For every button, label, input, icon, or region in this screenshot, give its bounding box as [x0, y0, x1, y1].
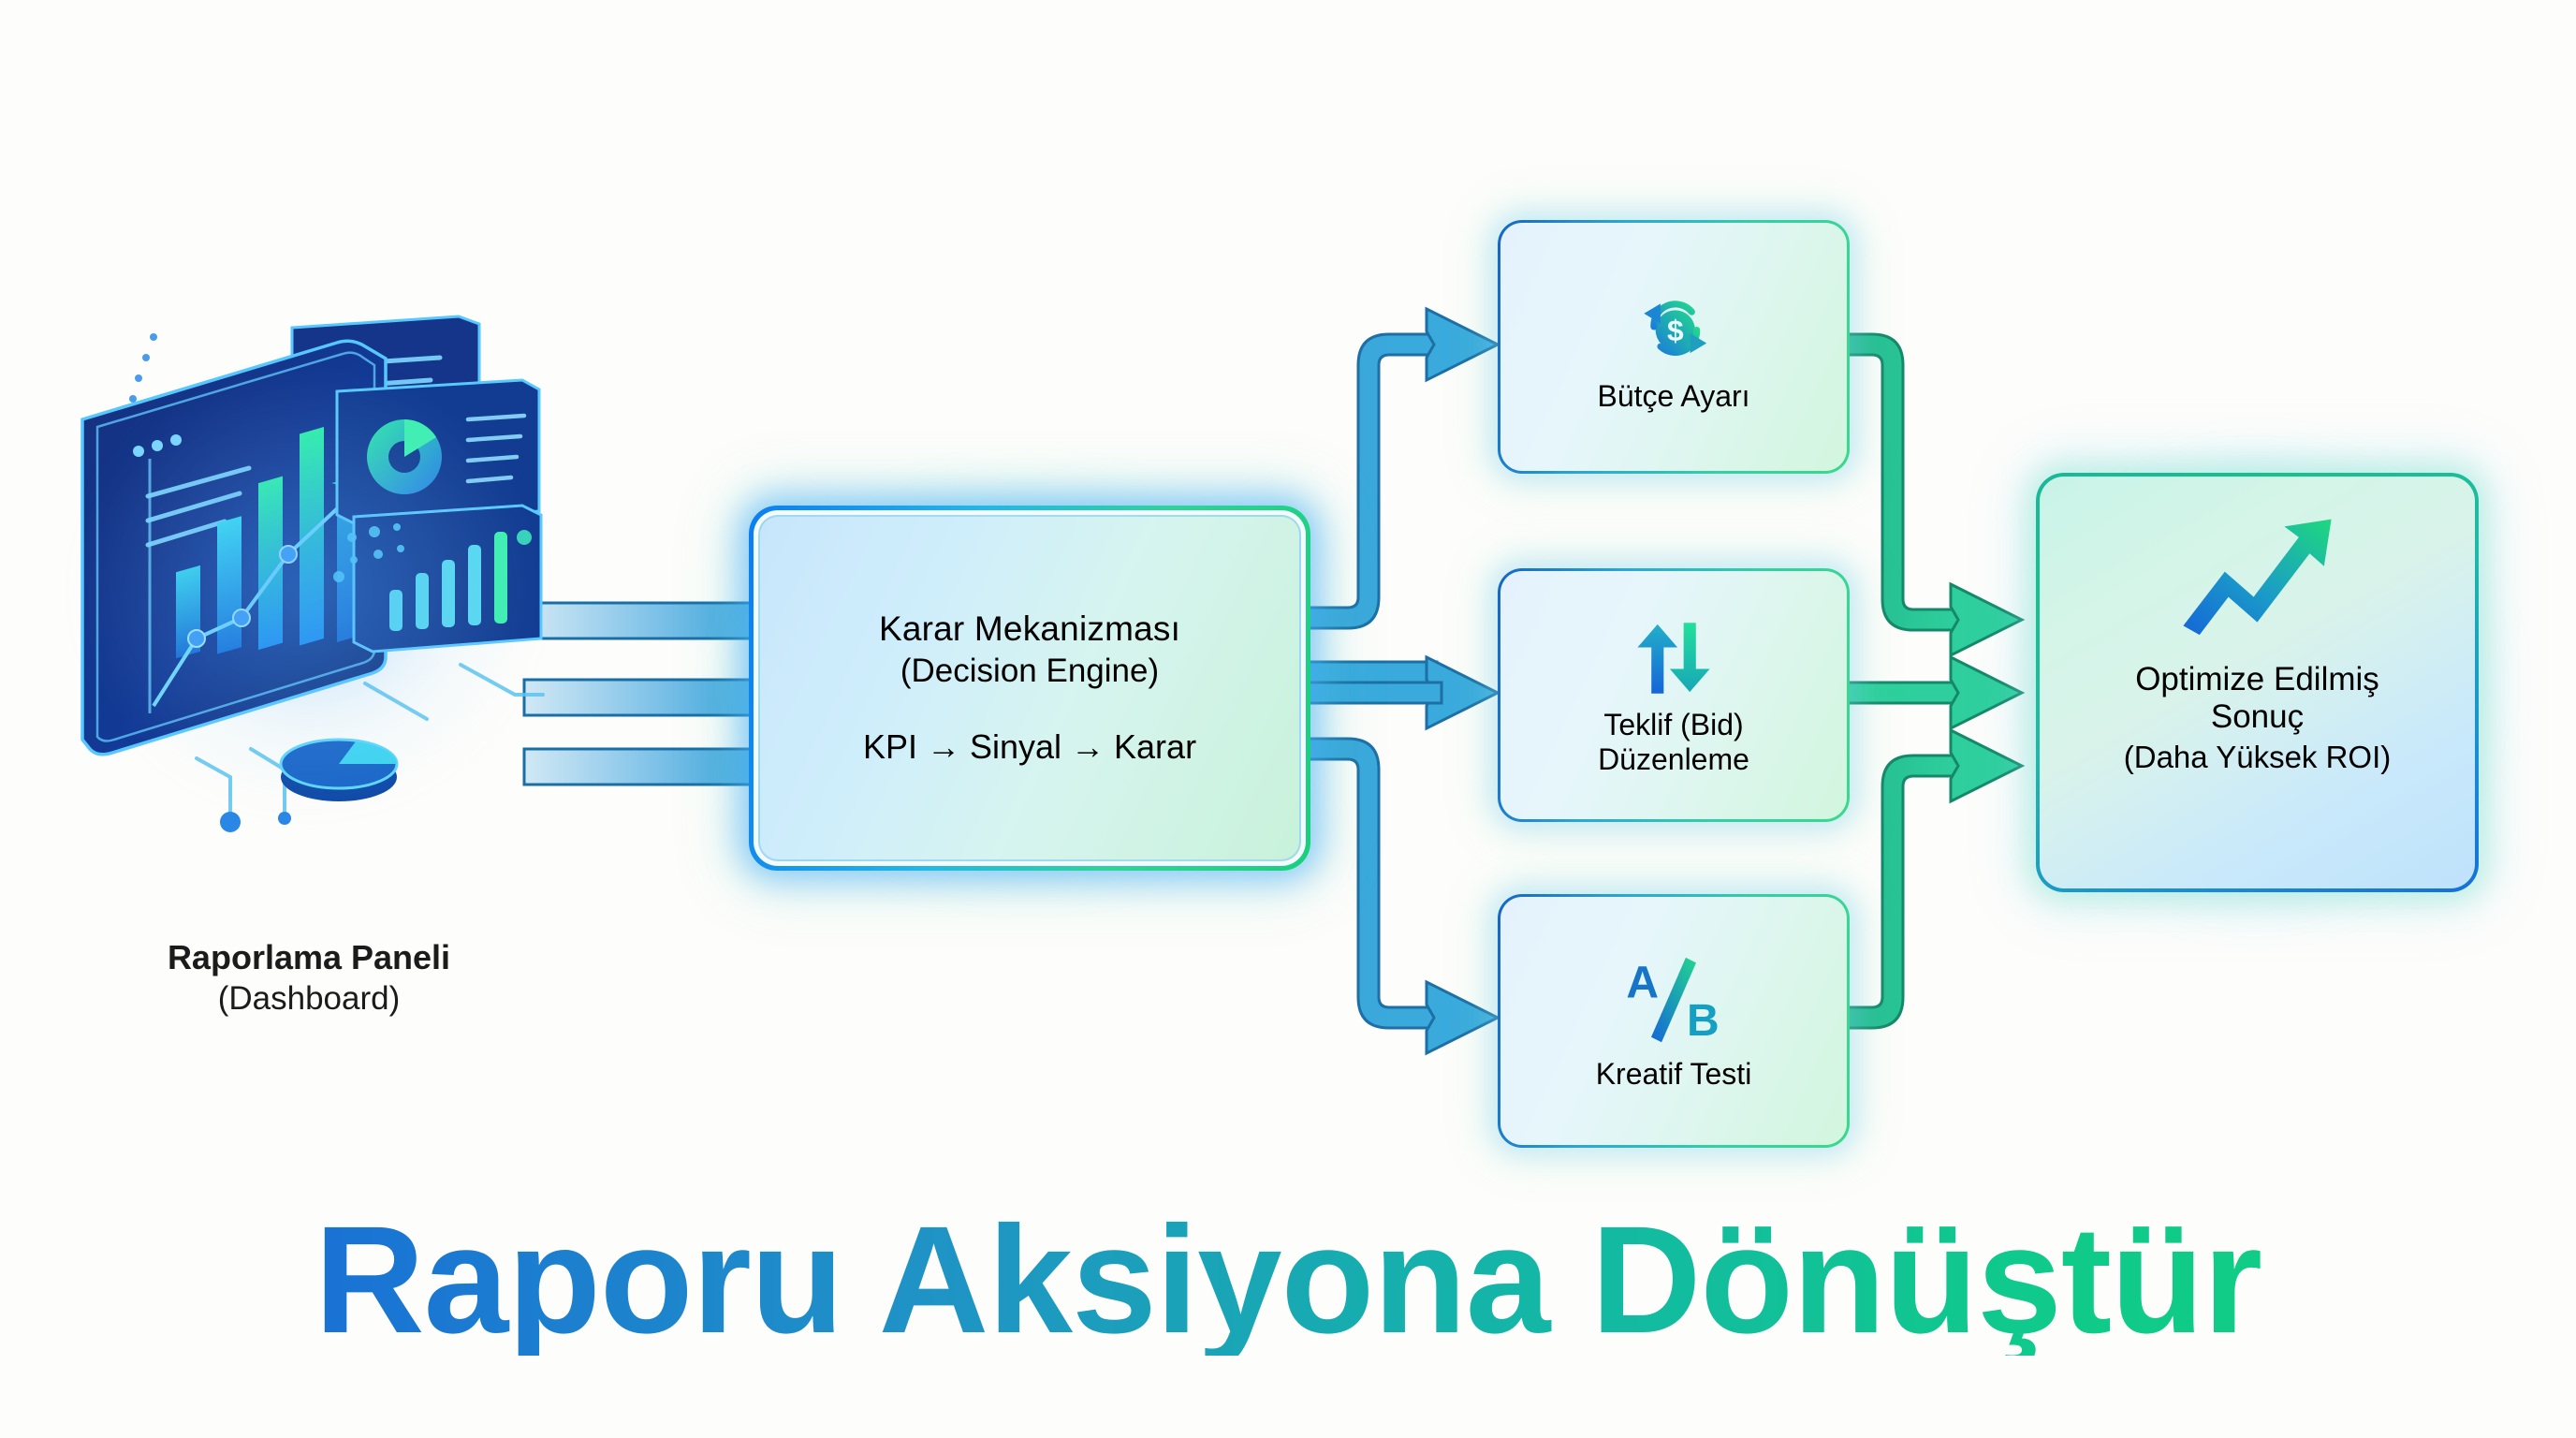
connector-bid-to-result — [1844, 654, 2026, 731]
svg-text:B: B — [1687, 996, 1720, 1046]
mini-bars — [389, 532, 507, 631]
dot-matrix — [333, 523, 404, 582]
decision-engine-ring: Karar Mekanizması (Decision Engine) KPI … — [754, 510, 1306, 866]
dashboard-glow — [75, 365, 543, 814]
pie-disc — [279, 738, 399, 801]
dashboard-illustration — [56, 309, 562, 908]
decision-engine-wrapper: Karar Mekanizması (Decision Engine) KPI … — [717, 474, 1333, 893]
up-down-arrows-icon — [1637, 622, 1710, 694]
donut-chart — [367, 419, 442, 494]
bid-face: Teklif (Bid) Düzenleme — [1500, 571, 1847, 819]
svg-text:$: $ — [1667, 314, 1684, 347]
action-node-budget[interactable]: $ Bütçe Ayarı — [1498, 220, 1850, 474]
result-title-line1: Optimize Edilmiş — [2135, 661, 2379, 697]
ab-face: A B Kreatif Testi — [1500, 897, 1847, 1145]
result-face: Optimize Edilmiş Sonuç (Daha Yüksek ROI) — [2040, 477, 2475, 888]
bid-title: Teklif (Bid) — [1603, 707, 1744, 741]
result-title-line2: Sonuç — [2210, 698, 2305, 735]
dashboard-graphic — [80, 315, 545, 832]
small-bar-card — [352, 504, 543, 653]
action-node-bid[interactable]: Teklif (Bid) Düzenleme — [1498, 568, 1850, 822]
trend-dots — [187, 545, 298, 648]
ab-title: Kreatif Testi — [1595, 1057, 1752, 1091]
ab-test-icon: A B — [1626, 957, 1720, 1046]
bid-title-line2: Düzenleme — [1598, 741, 1749, 776]
decision-engine-title: Karar Mekanizması — [878, 609, 1181, 648]
budget-title: Bütçe Ayarı — [1597, 379, 1750, 413]
connector-engine-to-budget-arrowhead — [1425, 306, 1501, 383]
decision-engine-subtitle: (Decision Engine) — [900, 653, 1160, 689]
svg-text:A: A — [1626, 958, 1659, 1007]
connector-budget-to-result — [1846, 334, 1956, 630]
donut-card — [335, 378, 541, 526]
money-refresh-icon: $ — [1644, 301, 1707, 356]
result-subtitle: (Daha Yüksek ROI) — [2123, 740, 2392, 774]
connector-engine-to-ab-arrowhead — [1425, 979, 1501, 1056]
decision-engine-face: Karar Mekanizması (Decision Engine) KPI … — [758, 515, 1301, 861]
decision-engine-node[interactable]: Karar Mekanizması (Decision Engine) KPI … — [749, 506, 1310, 871]
connector-ab-to-result — [1846, 756, 1956, 1028]
connector-ab-to-result-outline — [1846, 754, 1956, 1030]
dashboard-label-line2: (Dashboard) — [217, 980, 401, 1017]
page-headline: Raporu Aksiyona Dönüştür — [0, 1203, 2576, 1356]
connector-budget-to-result-outline — [1846, 332, 1956, 632]
action-node-ab[interactable]: A B Kreatif Testi — [1498, 894, 1850, 1148]
dashboard-label: Raporlama Paneli (Dashboard) — [56, 936, 562, 1020]
screen-text-lines — [145, 465, 252, 548]
window-dots — [133, 434, 182, 457]
result-node[interactable]: Optimize Edilmiş Sonuç (Daha Yüksek ROI) — [2036, 473, 2479, 892]
decision-engine-flow: KPI → Sinyal → Karar — [862, 727, 1197, 766]
dashboard-label-line1: Raporlama Paneli — [167, 938, 451, 976]
growth-arrow-icon — [2183, 519, 2332, 636]
budget-face: $ Bütçe Ayarı — [1500, 223, 1847, 471]
